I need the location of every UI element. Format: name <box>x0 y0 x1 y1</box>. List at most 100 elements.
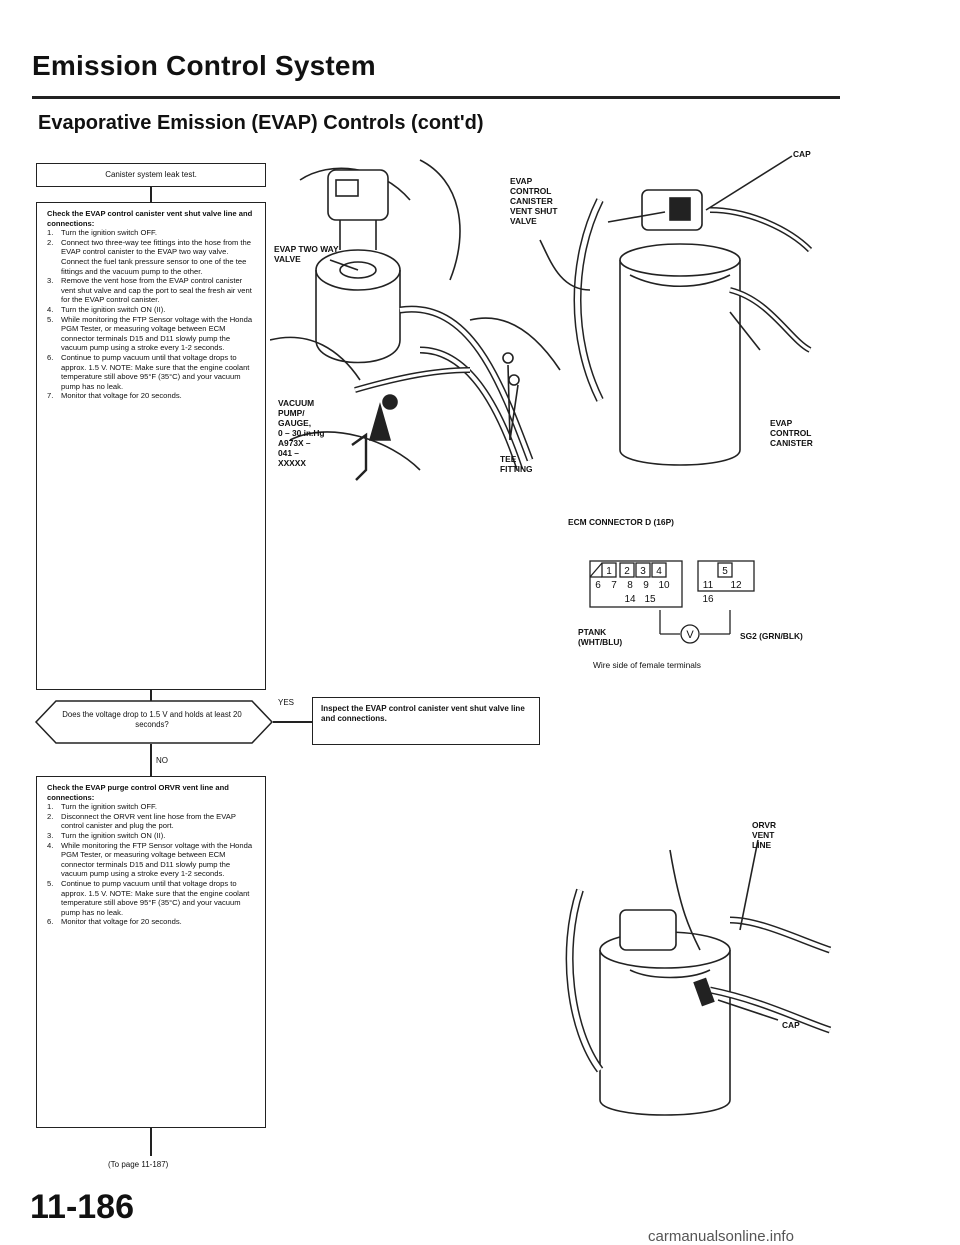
label-evap-vent-valve: EVAP CONTROL CANISTER VENT SHUT VALVE <box>510 176 557 226</box>
step-number: 6. <box>47 917 54 927</box>
step-item: 6. Continue to pump vacuum until that vol… <box>47 353 255 391</box>
ecm-connector-pinout: 1 2 3 4 5 6 7 8 9 10 11 12 14 15 16 <box>589 560 755 608</box>
label-line: (WHT/BLU) <box>578 637 623 647</box>
step-number: 6. <box>47 352 54 362</box>
yes-box-text: Inspect the EVAP control canister vent s… <box>321 704 525 723</box>
pin-9: 9 <box>643 580 649 591</box>
check2-title: Check the EVAP purge control ORVR vent l… <box>47 783 229 802</box>
label-orvr-vent-line: ORVR VENT LINE <box>752 820 776 850</box>
step-text: Turn the ignition switch ON (II). <box>61 830 166 840</box>
connector-title: ECM CONNECTOR D (16P) <box>568 517 674 527</box>
label-line: EVAP <box>510 176 533 186</box>
sg2-label: SG2 (GRN/BLK) <box>740 631 803 641</box>
label-line: CONTROL <box>770 428 812 438</box>
label-line: 0 – 30 in.Hg <box>278 428 325 438</box>
watermark: carmanualsonline.info <box>648 1228 794 1245</box>
evap-system-illustration <box>270 155 813 481</box>
check-vent-shut-box: Check the EVAP control canister vent shu… <box>36 202 266 690</box>
label-vacuum-pump: VACUUM PUMP/ GAUGE, 0 – 30 in.Hg A973X –… <box>278 398 325 468</box>
step-item: 5.Continue to pump vacuum until that vol… <box>47 879 255 917</box>
step-number: 2. <box>47 811 54 821</box>
label-line: PTANK <box>578 627 607 637</box>
label-line: VALVE <box>274 254 301 264</box>
pin-2: 2 <box>624 566 630 577</box>
pin-15: 15 <box>644 594 656 605</box>
step-item: 3. Remove the vent hose from the EVAP con… <box>47 276 255 305</box>
step-text: Continue to pump vacuum until that volta… <box>61 352 250 391</box>
goto-text: (To page 11-187) <box>108 1160 169 1169</box>
decision-hexagon <box>34 700 274 744</box>
pin-1: 1 <box>606 566 612 577</box>
step-number: 7. <box>47 391 54 401</box>
label-line: 041 – <box>278 448 299 458</box>
label-line: XXXXX <box>278 458 306 468</box>
page-title: Emission Control System <box>32 50 376 81</box>
label-line: CANISTER <box>510 196 553 206</box>
pin-box <box>619 562 635 578</box>
label-line: LINE <box>752 840 772 850</box>
label-line: VENT SHUT <box>510 206 558 216</box>
check-orvr-box: Check the EVAP purge control ORVR vent l… <box>36 776 266 1128</box>
label-two-way-valve: EVAP TWO WAY VALVE <box>274 244 339 264</box>
pin-7: 7 <box>611 580 617 591</box>
label-line: GAUGE, <box>278 418 312 428</box>
decision-text: Does the voltage drop to 1.5 V and holds… <box>62 710 242 729</box>
step-item: 2. Connect two three-way tee fittings int… <box>47 238 255 276</box>
voltmeter-wiring: V <box>659 610 731 644</box>
step-number: 2. <box>47 237 54 247</box>
step-item: 7. Monitor that voltage for 20 seconds. <box>47 391 255 401</box>
step-number: 4. <box>47 840 54 850</box>
step-text: Turn the ignition switch OFF. <box>61 802 157 812</box>
step-text: Remove the vent hose from the EVAP contr… <box>61 276 252 305</box>
step-number: 4. <box>47 304 54 314</box>
step-item: 4.Turn the ignition switch ON (II). <box>47 305 255 315</box>
step-text: While monitoring the FTP Sensor voltage … <box>61 314 253 353</box>
start-box: Canister system leak test. <box>36 163 266 187</box>
label-line: VALVE <box>510 216 537 226</box>
flow-connector <box>150 1128 152 1156</box>
step-number: 1. <box>47 228 54 238</box>
pin-box <box>717 562 733 578</box>
connector-caption: Wire side of female terminals <box>593 660 701 670</box>
pin-12: 12 <box>730 580 742 591</box>
step-text: Monitor that voltage for 20 seconds. <box>61 917 182 927</box>
label-line: VACUUM <box>278 398 315 408</box>
step-text: While monitoring the FTP Sensor voltage … <box>61 840 253 879</box>
flow-connector <box>150 744 152 776</box>
label-line: A973X – <box>278 438 311 448</box>
step-text: Turn the ignition switch OFF. <box>61 228 157 238</box>
step-number: 1. <box>47 802 54 812</box>
label-canister: EVAP CONTROL CANISTER <box>770 418 813 448</box>
pin-16: 16 <box>702 594 714 605</box>
label-tee-fitting: TEE FITTING <box>500 454 533 474</box>
title-rule <box>32 96 840 99</box>
step-number: 5. <box>47 878 54 888</box>
step-item: 3. Turn the ignition switch ON (II). <box>47 831 255 841</box>
label-cap-bottom: CAP <box>782 1020 800 1030</box>
label-line: EVAP <box>770 418 793 428</box>
pin-box <box>601 562 617 578</box>
voltmeter-icon: V <box>686 629 694 641</box>
section-subtitle: Evaporative Emission (EVAP) Controls (co… <box>38 112 484 134</box>
label-line: TEE <box>500 454 517 464</box>
pin-8: 8 <box>627 580 633 591</box>
pin-box <box>635 562 651 578</box>
step-text: Connect two three-way tee fittings into … <box>61 237 251 276</box>
pin-10: 10 <box>658 580 670 591</box>
pin-11: 11 <box>703 580 714 591</box>
step-item: 1. Turn the ignition switch OFF. <box>47 802 255 812</box>
ptank-label: PTANK (WHT/BLU) <box>578 627 622 647</box>
step-number: 3. <box>47 276 54 286</box>
label-line: PUMP/ <box>278 408 305 418</box>
pin-box <box>651 562 667 578</box>
flow-connector <box>150 187 152 202</box>
step-text: Monitor that voltage for 20 seconds. <box>61 391 182 401</box>
label-line: CONTROL <box>510 186 552 196</box>
pin-3: 3 <box>640 566 646 577</box>
step-item: 5. While monitoring the FTP Sensor voltag… <box>47 315 255 353</box>
label-line: VENT <box>752 830 775 840</box>
step-number: 5. <box>47 314 54 324</box>
step-number: 3. <box>47 830 54 840</box>
step-item: 4. While monitoring the FTP Sensor voltag… <box>47 841 255 879</box>
yes-label: YES <box>278 698 295 707</box>
